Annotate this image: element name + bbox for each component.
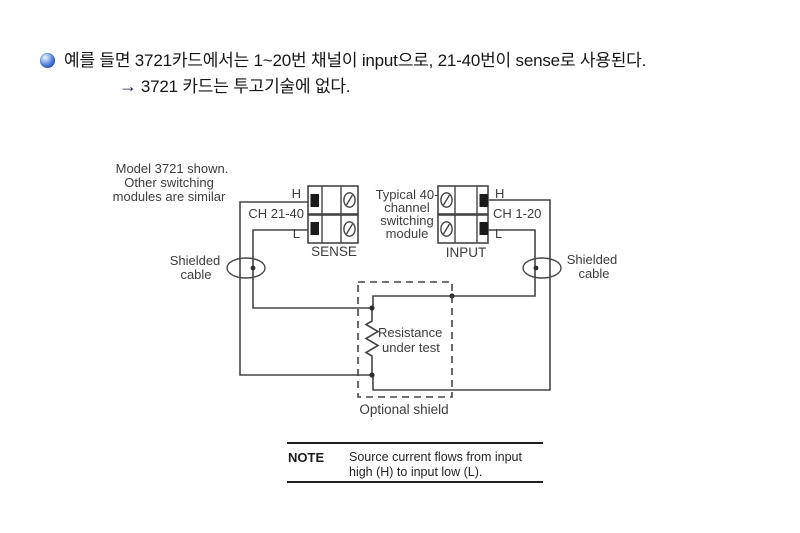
screw-icon [343, 192, 356, 208]
junction-dot-right-cable [533, 265, 539, 271]
input-terminal-block [437, 185, 489, 244]
shielded-right-line2: cable [578, 266, 609, 281]
module-note-line3: switching [380, 213, 433, 228]
screw-icon [343, 221, 356, 237]
input-block-label: INPUT [446, 245, 487, 260]
module-note-line1: Typical 40- [376, 187, 439, 202]
bullet-text-line2: →3721 카드는 투고기술에 없다. [119, 75, 759, 98]
terminal-square-input-l [479, 222, 488, 235]
sense-l-label: L [293, 226, 300, 241]
wire-sense-low [252, 229, 372, 309]
screw-icon [440, 192, 453, 208]
shielded-left-line1: Shielded [170, 253, 221, 268]
resistance-label-line1: Resistance [378, 325, 442, 340]
bullet-sphere-icon [40, 53, 55, 68]
figure-caption: Model 3721 shown. Other switching module… [113, 161, 229, 204]
shielded-left-line2: cable [180, 267, 211, 282]
bullet-text-line1: 예를 들면 3721카드에서는 1~20번 채널이 input으로, 21-40… [64, 51, 647, 70]
sense-channel-label: CH 21-40 [248, 206, 304, 221]
caption-line-3: modules are similar [113, 189, 226, 204]
note-word: NOTE [288, 450, 324, 465]
terminal-square-sense-h [310, 194, 319, 207]
resistance-label-line2: under test [382, 340, 440, 355]
module-note-line2: channel [384, 200, 430, 215]
junction-dot-resistor-bottom [369, 372, 375, 378]
sense-block-label: SENSE [311, 244, 357, 259]
bullet-text-line2-body: 3721 카드는 투고기술에 없다. [140, 77, 351, 96]
optional-shield-box [357, 281, 453, 398]
terminal-square-sense-l [310, 222, 319, 235]
module-note: Typical 40- channel switching module [376, 187, 439, 241]
junction-dots [250, 265, 539, 378]
wires [239, 199, 551, 391]
sense-h-label: H [292, 186, 301, 201]
shield-ellipse-right [522, 257, 562, 279]
junction-dot-resistor-top [369, 305, 375, 311]
module-note-line4: module [386, 226, 429, 241]
note-block: NOTE Source current flows from input hig… [287, 442, 543, 483]
resistor-symbol [364, 308, 380, 375]
wire-input-high [372, 199, 551, 391]
junction-dot-left-cable [250, 265, 256, 271]
note-text-line2: high (H) to input low (L). [349, 465, 482, 479]
input-h-label: H [495, 186, 504, 201]
input-l-label: L [495, 226, 502, 241]
terminal-square-input-h [479, 194, 488, 207]
shielded-right-line1: Shielded [567, 252, 618, 267]
note-text-line1: Source current flows from input [349, 450, 523, 464]
shield-ellipse-left [226, 257, 266, 279]
shielded-cable-right-label: Shielded cable [567, 252, 618, 281]
arrow-right-icon: → [119, 76, 137, 96]
screw-icon [440, 221, 453, 237]
wire-input-low [372, 229, 536, 308]
wire-sense-high [239, 201, 372, 376]
caption-line-1: Model 3721 shown. [116, 161, 229, 176]
input-channel-label: CH 1-20 [493, 206, 541, 221]
sense-terminal-block [307, 185, 359, 244]
caption-line-2: Other switching [124, 175, 214, 190]
shielded-cable-left-label: Shielded cable [170, 253, 221, 282]
optional-shield-label: Optional shield [359, 402, 448, 417]
